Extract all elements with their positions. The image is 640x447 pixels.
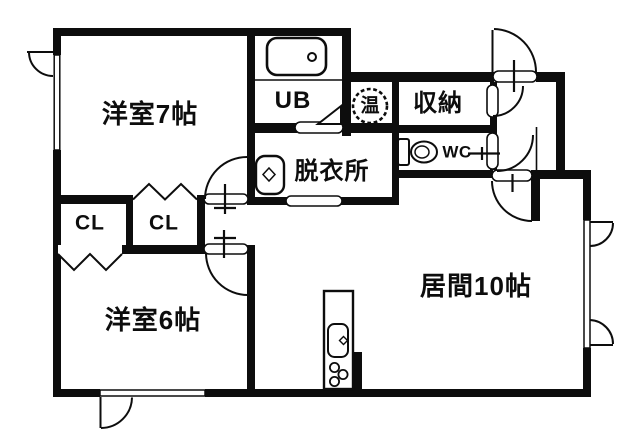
stove-burner <box>337 368 349 380</box>
wall <box>340 197 392 205</box>
folding-door-mark <box>132 182 198 201</box>
bedroom6-door-arc <box>205 252 249 296</box>
wall <box>342 123 397 133</box>
wall <box>342 28 351 136</box>
wall <box>531 179 540 221</box>
wall <box>392 82 399 133</box>
room-label-living: 居間10帖 <box>420 271 532 301</box>
door-opening <box>486 132 499 170</box>
casement-window-marks <box>27 51 615 429</box>
door-opening <box>486 84 499 118</box>
door-swings <box>204 28 537 296</box>
wall <box>53 195 133 204</box>
wall <box>53 150 61 397</box>
room-label-dressing: 脱衣所 <box>294 158 370 185</box>
wall <box>197 195 205 254</box>
wc-door-arc <box>496 134 534 172</box>
room-label-wc: WC <box>442 142 472 162</box>
wall <box>53 28 61 55</box>
bath-door-triangle <box>315 103 342 125</box>
bathtub-icon <box>255 36 342 125</box>
wall <box>53 389 100 397</box>
kitchen-counter-icon <box>322 289 355 391</box>
wall <box>392 170 493 178</box>
wall <box>126 195 133 254</box>
folding-door-mark <box>57 252 123 272</box>
room-label-bedroom7: 洋室7帖 <box>101 99 199 129</box>
door-openings <box>203 70 538 255</box>
window <box>53 54 61 151</box>
wall <box>53 245 58 254</box>
room-label-storage: 収納 <box>413 90 463 117</box>
stove-burner <box>328 361 340 373</box>
wall <box>583 170 591 220</box>
storage-door-arc <box>492 85 524 117</box>
wall <box>490 82 497 170</box>
wall <box>247 245 255 397</box>
wall <box>343 72 494 82</box>
hall-living-door-arc <box>491 180 533 222</box>
wall <box>531 170 591 179</box>
wall <box>247 123 297 133</box>
windows <box>27 51 615 429</box>
wall <box>122 245 205 254</box>
wall <box>53 28 351 36</box>
door-opening <box>285 195 343 207</box>
stove-burner <box>328 375 340 387</box>
wall <box>392 133 399 205</box>
room-label-unit-bath: UB <box>274 87 312 114</box>
door-opening <box>203 243 249 255</box>
room-label-closet-left: CL <box>75 211 105 235</box>
closet-folding-doors <box>57 182 198 272</box>
wall <box>247 36 255 204</box>
washbasin-icon <box>254 154 286 196</box>
toilet-icon <box>397 138 438 166</box>
room-label-closet-right: CL <box>149 211 179 235</box>
water-heater-badge <box>351 87 389 125</box>
window <box>99 389 206 397</box>
room-label-bedroom6: 洋室6帖 <box>104 305 202 335</box>
wall <box>392 125 497 133</box>
exterior-walls <box>53 28 591 397</box>
wall <box>247 197 287 205</box>
interior-walls <box>53 28 497 397</box>
wall <box>205 389 591 397</box>
window <box>583 219 591 349</box>
wall <box>556 72 565 178</box>
wall <box>353 352 362 391</box>
wall <box>583 348 591 397</box>
water-heater-label: 温 <box>360 95 380 117</box>
wall <box>536 72 565 82</box>
door-ticks <box>214 60 516 258</box>
bedroom7-door-arc <box>204 156 248 200</box>
entry-door-arc <box>493 28 537 73</box>
